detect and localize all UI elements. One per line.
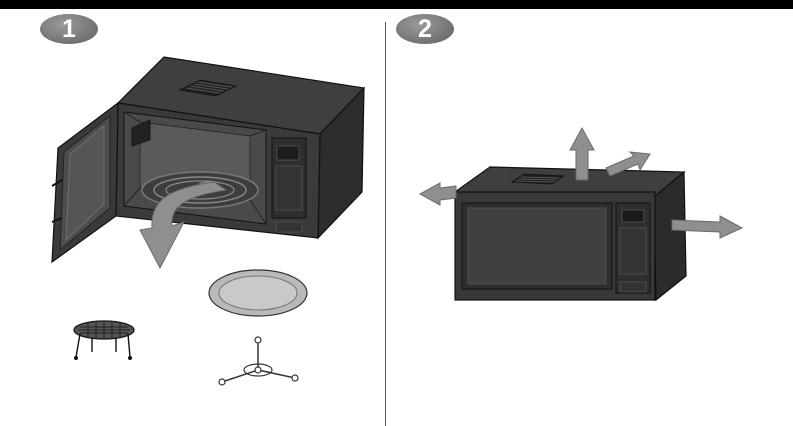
glass-tray-illustration [209,270,307,316]
closed-microwave-illustration [455,167,686,300]
airflow-left-arrow [420,183,456,205]
open-microwave-illustration [52,57,364,268]
roller-ring-illustration [219,337,298,385]
rack-illustration [74,321,134,360]
